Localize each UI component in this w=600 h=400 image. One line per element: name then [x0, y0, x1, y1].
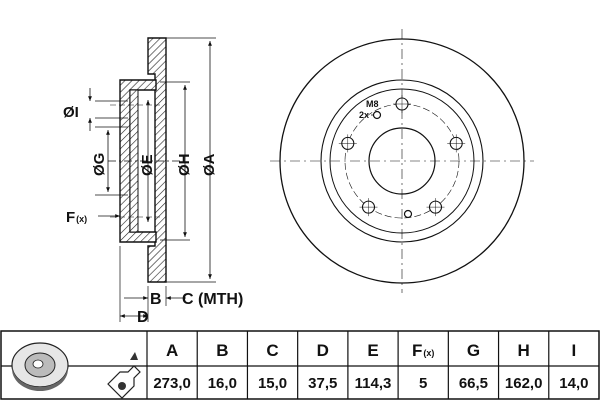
- table-header-b: B: [216, 341, 228, 360]
- dia-i-label: ØI: [63, 104, 79, 121]
- f-suffix: (x): [76, 214, 87, 224]
- table-header-f: F(x): [412, 341, 434, 360]
- disc-thumbnail-icon: [11, 342, 69, 391]
- stud-holes: [338, 95, 466, 217]
- table-value-h: 162,0: [505, 375, 543, 392]
- d-label: D: [137, 309, 149, 326]
- thread-label: M8: [366, 99, 379, 109]
- friction-ring-section: [147, 37, 167, 283]
- b-label: B: [150, 291, 162, 308]
- table-value-f: 5: [419, 375, 427, 392]
- table-value-b: 16,0: [208, 375, 237, 392]
- wrench-icon: [107, 352, 141, 399]
- side-section-view: ØI ØG ØE ØH ØA F(x) B C (MTH) D: [63, 37, 243, 326]
- thread-count-label: 2x: [359, 110, 369, 120]
- dia-a-label: ØA: [201, 153, 218, 176]
- table-value-a: 273,0: [153, 375, 191, 392]
- table-header-i: I: [572, 341, 577, 360]
- table-columns: A 273,0 B 16,0 C 15,0 D 37,5 E 114,3 F(x) 5 G 66,5 H 16…: [153, 331, 588, 399]
- c-label: C (MTH): [182, 291, 243, 308]
- table-header-a: A: [166, 341, 178, 360]
- spec-table: A 273,0 B 16,0 C 15,0 D 37,5 E 114,3 F(x) 5 G 66,5 H 16…: [0, 330, 600, 400]
- table-header-e: E: [367, 341, 378, 360]
- table-value-e: 114,3: [355, 375, 392, 392]
- table-value-d: 37,5: [308, 375, 337, 392]
- dia-h-label: ØH: [176, 154, 193, 177]
- table-value-i: 14,0: [559, 375, 588, 392]
- dia-g-label: ØG: [91, 153, 108, 176]
- f-label: F(x): [66, 209, 87, 226]
- table-header-c: C: [266, 341, 278, 360]
- hat-outer-circle: [320, 79, 484, 243]
- front-view: M8 2x: [270, 29, 534, 293]
- table-value-g: 66,5: [459, 375, 488, 392]
- table-value-c: 15,0: [258, 375, 287, 392]
- thread-hole-bottom: [403, 209, 413, 219]
- table-header-h: H: [518, 341, 530, 360]
- dia-e-label: ØE: [139, 154, 156, 176]
- thread-hole-top: [372, 110, 382, 120]
- table-header-g: G: [467, 341, 480, 360]
- f-letter: F: [66, 209, 75, 226]
- table-header-d: D: [317, 341, 329, 360]
